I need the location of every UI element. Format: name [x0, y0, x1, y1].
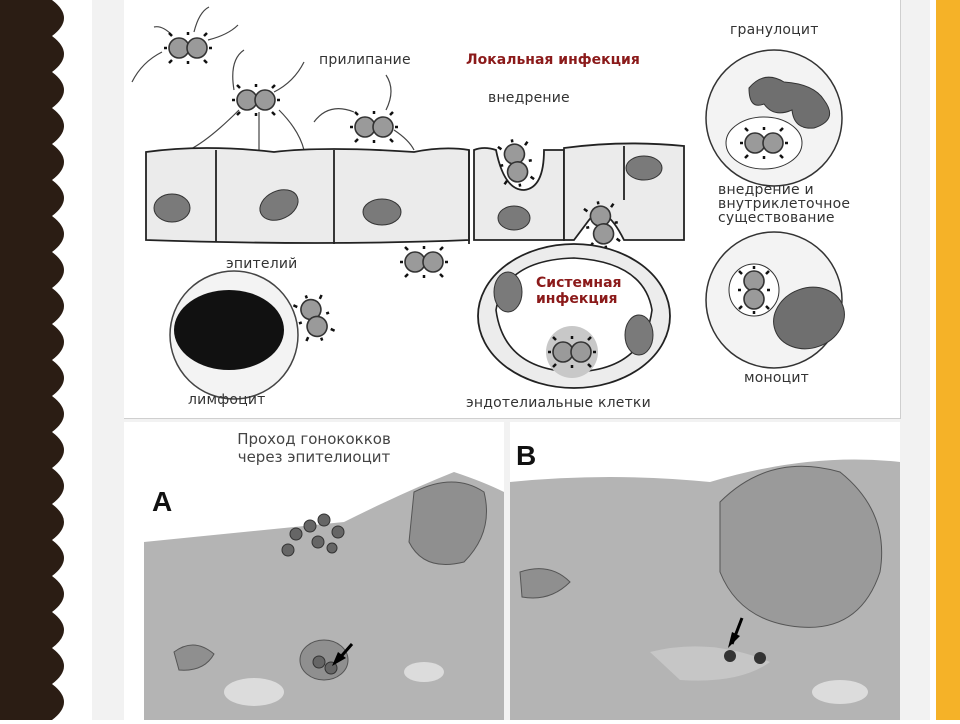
lymphocyte-cell [169, 270, 339, 400]
micrograph-caption: Проход гонококков через эпителиоцит [237, 430, 391, 466]
right-accent-bar [936, 0, 960, 720]
monocyte-cell [705, 231, 845, 369]
label-adhesion: прилипание [319, 52, 411, 68]
label-epithelium: эпителий [226, 256, 298, 272]
endothelial-vessel [477, 243, 671, 389]
panel-b-letter: B [516, 440, 537, 471]
decorative-left-edge [0, 0, 80, 720]
granulocyte-cell [705, 49, 843, 187]
micrograph-b: B [510, 422, 900, 720]
diplococcus-adhering [188, 49, 305, 152]
label-lymphocyte: лимфоцит [188, 392, 266, 408]
label-systemic-infection: Системная инфекция [534, 275, 624, 307]
diplococcus-surface [313, 74, 415, 151]
micrograph-a: Проход гонококков через эпителиоцит A [124, 422, 504, 720]
label-local-infection: Локальная инфекция [466, 52, 640, 68]
diplococcus-free [131, 6, 239, 83]
panel-a-letter: A [152, 486, 173, 517]
label-invasion-intracellular: внедрение и внутриклеточное существовани… [718, 182, 851, 226]
label-invasion: внедрение [488, 90, 570, 106]
label-endothelial-cells: эндотелиальные клетки [466, 395, 651, 411]
label-granulocyte: гранулоцит [730, 22, 819, 38]
epithelium-layer [145, 135, 685, 280]
gonococcus-infection-diagram: прилипание Локальная инфекция внедрение … [124, 0, 901, 419]
label-monocyte: моноцит [744, 370, 810, 386]
